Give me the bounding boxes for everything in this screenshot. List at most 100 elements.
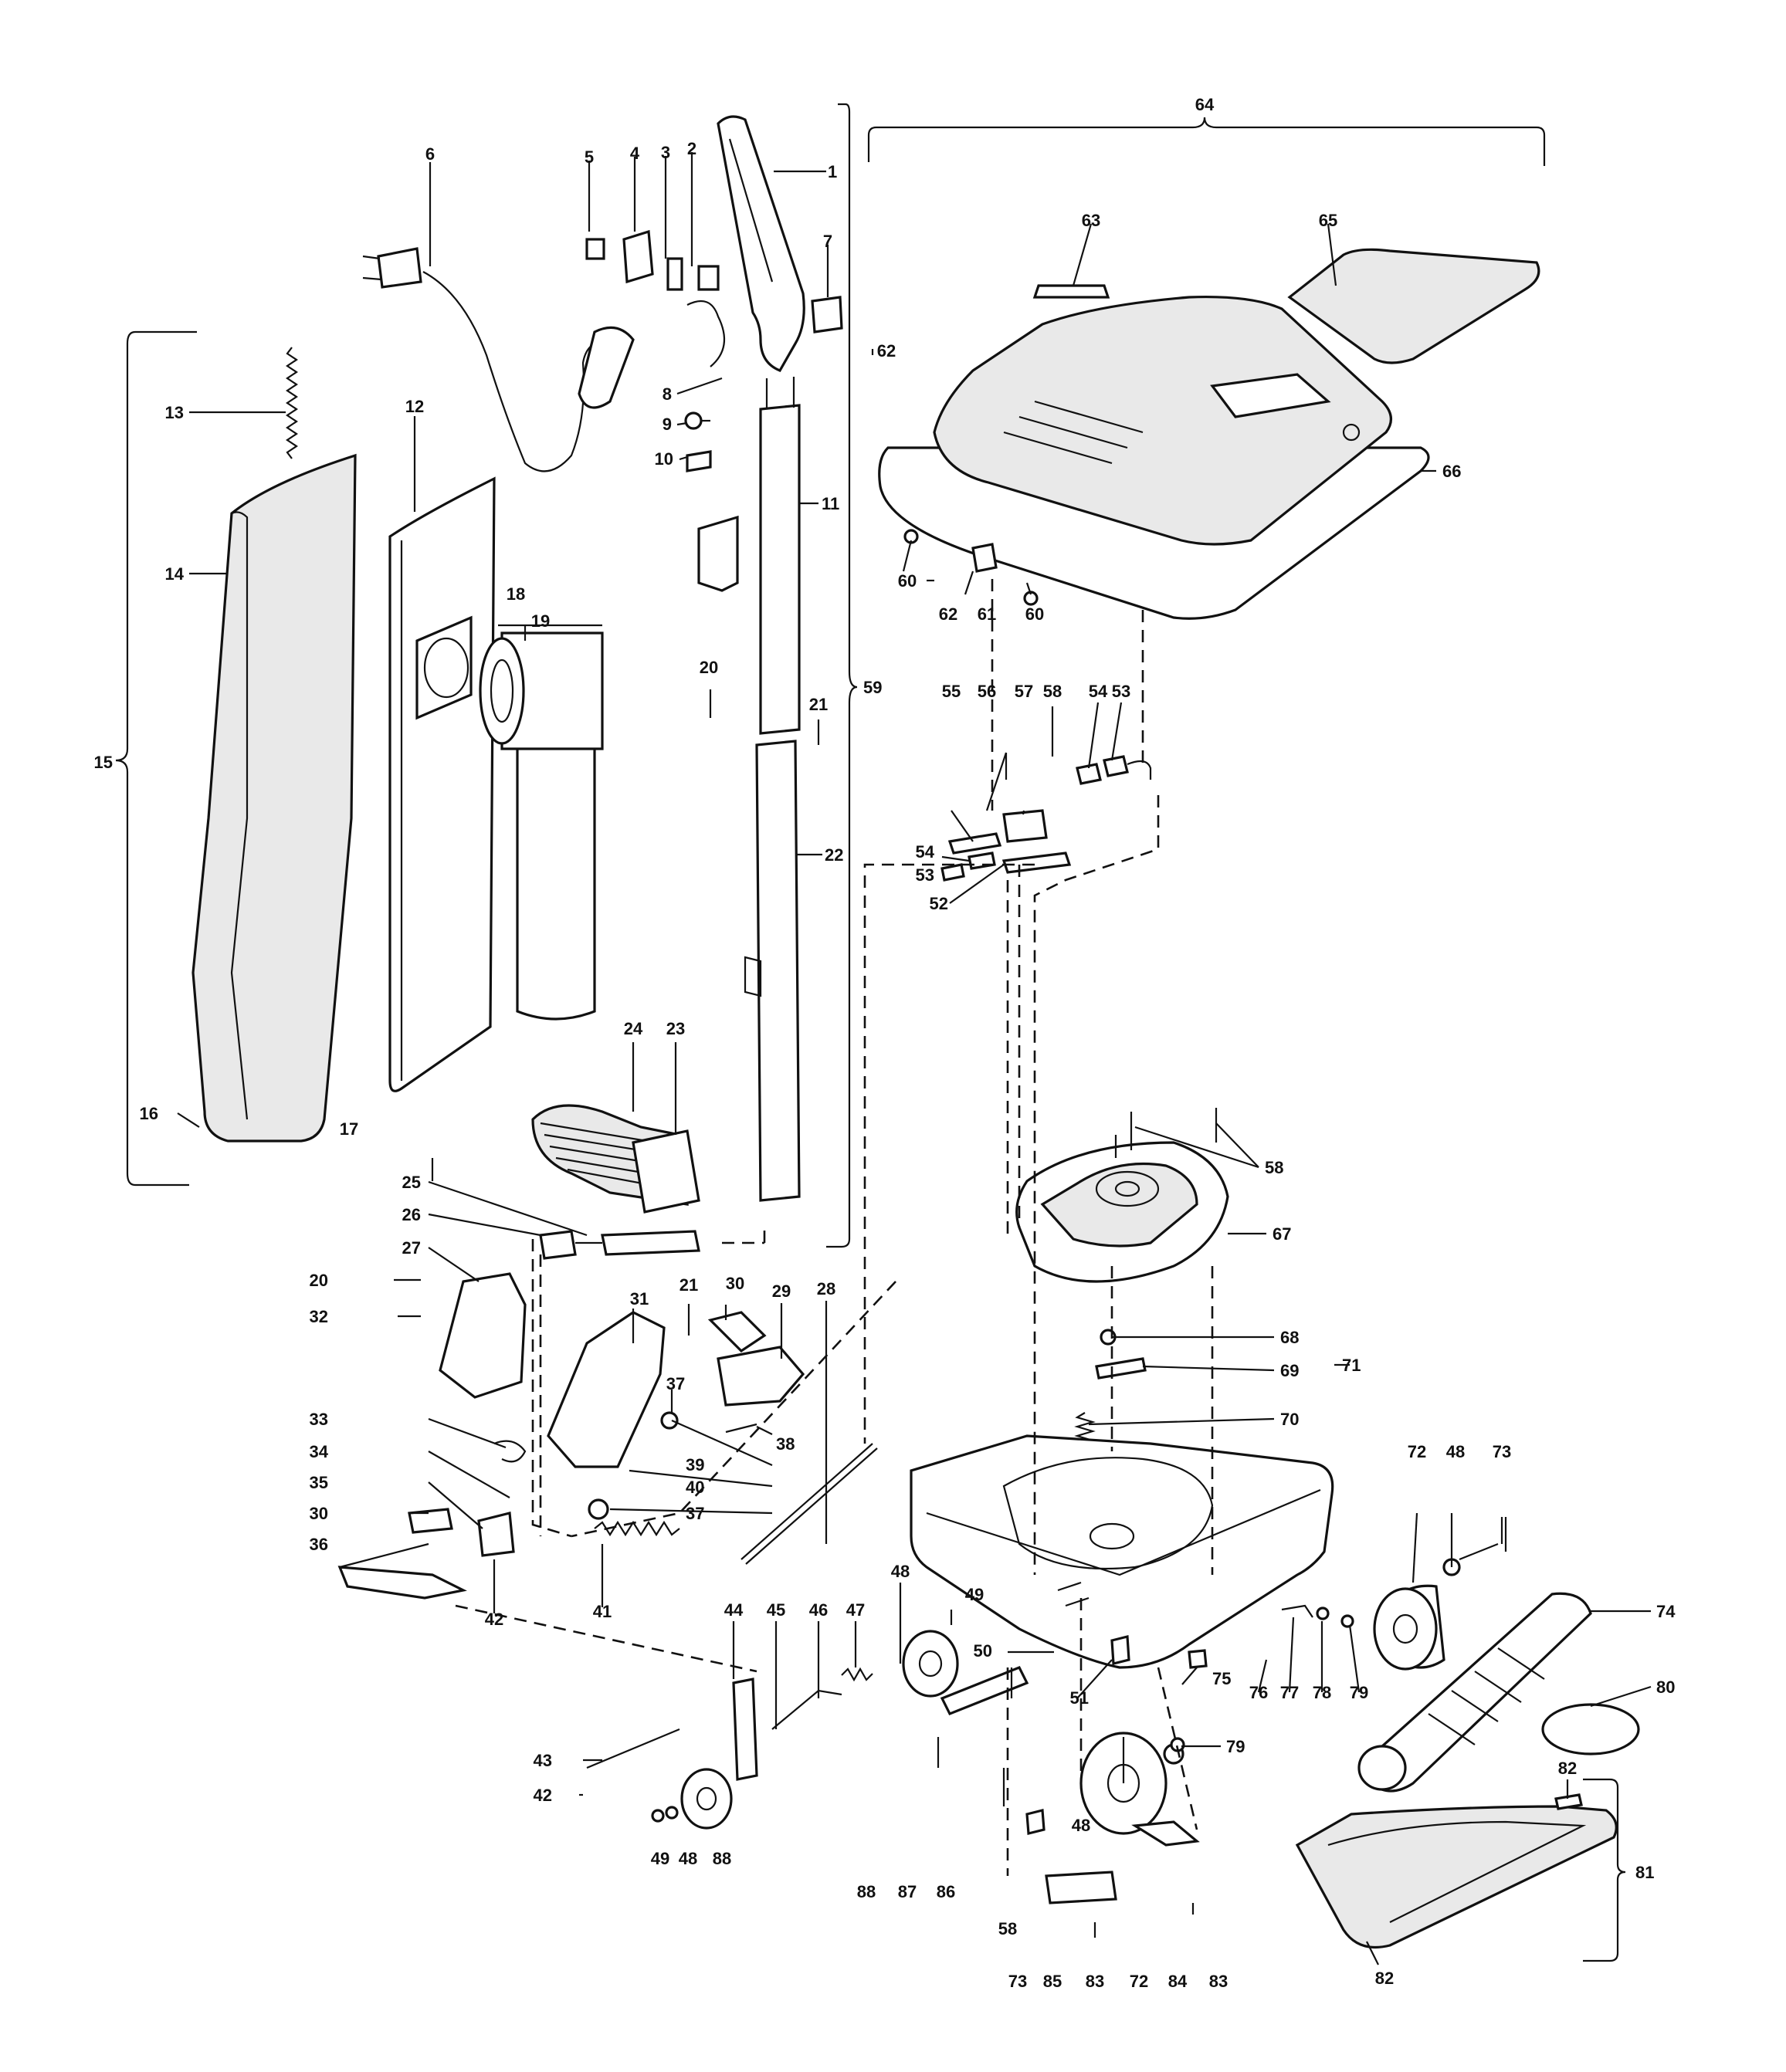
bracket-59 [826,103,858,1248]
label-60: 60 [898,571,917,591]
leader-lines [177,152,1652,1965]
label-86: 86 [937,1882,955,1901]
spring-33 [493,1440,527,1463]
lever-87 [940,1665,1029,1716]
label-7: 7 [823,232,832,251]
label-72: 72 [1408,1442,1426,1461]
label-63: 63 [1082,211,1100,230]
bracket-84 [1131,1820,1200,1847]
bracket-44 [732,1678,758,1781]
label-43: 43 [534,1751,552,1770]
contact-53 [940,863,965,882]
bracket-85 [1045,1871,1117,1904]
label-58c: 58 [998,1919,1017,1938]
label-61: 61 [978,604,996,624]
label-88: 88 [857,1882,876,1901]
label-19: 19 [531,611,550,631]
label-74: 74 [1656,1602,1676,1621]
clip-77 [1281,1604,1313,1618]
label-49: 49 [965,1585,984,1604]
wheel-88-front [902,1630,959,1698]
bracket-81 [1583,1778,1626,1962]
label-75: 75 [1212,1669,1231,1688]
wire-routes [455,579,1214,1876]
axle-43 [586,1728,680,1769]
label-3: 3 [661,143,670,162]
part-labels: 1 2 3 4 5 6 7 8 9 10 11 12 13 14 15 16 1… [94,95,1676,1991]
label-48c: 48 [679,1849,697,1868]
label-21: 21 [809,695,828,714]
plate-63 [1032,284,1110,299]
label-54: 54 [916,842,935,862]
decal-7 [811,296,843,333]
label-6: 6 [425,144,435,164]
label-37: 37 [666,1374,685,1393]
label-48: 48 [891,1562,910,1581]
spring-47 [841,1667,873,1682]
label-83: 83 [1086,1972,1104,1991]
label-66: 66 [1442,462,1461,481]
label-47: 47 [846,1600,865,1620]
label-79: 79 [1350,1683,1368,1702]
label-53b: 53 [1112,682,1130,701]
cord-clip [601,1230,700,1256]
switch-clip [697,265,720,291]
label-80: 80 [1656,1678,1675,1697]
rod-28 [740,1443,873,1560]
label-67: 67 [1273,1224,1291,1244]
label-59: 59 [863,678,882,697]
label-53: 53 [916,865,934,885]
label-73b: 73 [1008,1972,1027,1991]
label-82: 82 [1558,1759,1577,1778]
label-9: 9 [663,415,672,434]
label-18: 18 [507,584,525,604]
label-8: 8 [663,384,672,404]
label-41: 41 [593,1602,612,1621]
label-25: 25 [402,1173,421,1192]
label-79b: 79 [1226,1737,1245,1756]
label-51: 51 [1070,1688,1089,1708]
label-57: 57 [1015,682,1033,701]
label-71: 71 [1342,1356,1361,1375]
bracket-15 [115,330,197,1187]
handle-wire [686,300,726,367]
label-36: 36 [310,1535,328,1554]
label-1: 1 [828,162,837,181]
pedal-30 [408,1508,453,1534]
screws-86 [937,1667,1013,1806]
lever-46 [771,1689,842,1730]
label-81: 81 [1635,1863,1654,1882]
label-16: 16 [140,1104,158,1123]
latch-30 [707,1311,767,1353]
label-13: 13 [165,403,184,422]
label-45: 45 [767,1600,785,1620]
label-15: 15 [94,753,113,772]
label-48d: 48 [1072,1816,1090,1835]
base-housing [910,1434,1334,1669]
label-69: 69 [1280,1361,1299,1380]
label-42: 42 [485,1610,503,1629]
label-64: 64 [1195,95,1215,114]
bottom-plate [1295,1805,1618,1949]
label-42b: 42 [534,1786,552,1805]
label-14: 14 [165,564,185,584]
label-78: 78 [1313,1683,1331,1702]
label-5: 5 [585,147,594,167]
label-20: 20 [700,658,718,677]
label-58: 58 [1043,682,1062,701]
label-72b: 72 [1130,1972,1148,1991]
bag-spring [286,347,298,459]
motor-screws [1114,1108,1218,1158]
switch [666,257,683,291]
upper-handle-tube [759,404,801,735]
label-54b: 54 [1089,682,1108,701]
label-50: 50 [974,1641,992,1661]
label-34: 34 [310,1442,329,1461]
label-2: 2 [687,139,696,158]
inner-bag [388,476,496,1092]
bumper-65 [1287,248,1540,364]
label-87: 87 [898,1882,917,1901]
label-49b: 49 [651,1849,669,1868]
switch-57 [1002,809,1048,843]
label-26: 26 [402,1205,421,1224]
